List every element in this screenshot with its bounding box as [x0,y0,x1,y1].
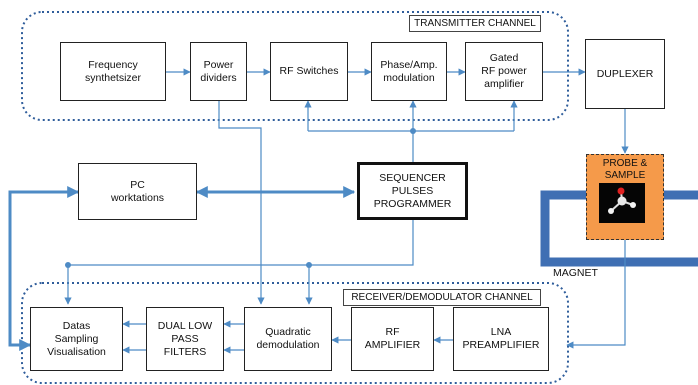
magnet-frame [540,190,698,267]
transmitter-channel-border [21,11,569,121]
datas-sampling-visualisation-block: Datas Sampling Visualisation [30,307,123,371]
link-datas-pc [8,186,80,351]
transmitter-channel-label: TRANSMITTER CHANNEL [409,15,541,32]
pc-workstations-block: PC worktations [78,163,197,220]
duplexer-block: DUPLEXER [585,39,665,109]
power-dividers-block: Power dividers [190,42,247,101]
probe-sample-block: PROBE & SAMPLE [586,154,664,240]
lna-preamplifier-block: LNA PREAMPLIFIER [453,307,549,371]
molecule-image [599,183,645,223]
sequencer-pulses-programmer-block: SEQUENCER PULSES PROGRAMMER [357,162,468,220]
arrow-probe-to-lna [566,239,626,349]
quadratic-demodulation-block: Quadratic demodulation [244,307,332,371]
probe-sample-label: PROBE & SAMPLE [602,158,648,181]
frequency-synthesizer-block: Frequency synthetsizer [60,42,166,101]
dual-low-pass-filters-block: DUAL LOW PASS FILTERS [146,307,224,371]
receiver-channel-label: RECEIVER/DEMODULATOR CHANNEL [343,289,541,306]
rf-amplifier-block: RF AMPLIFIER [351,307,434,371]
gated-rf-power-amplifier-block: Gated RF power amplifier [465,42,543,101]
link-dividers-to-quad [218,101,265,305]
phase-amp-modulation-block: Phase/Amp. modulation [371,42,447,101]
magnet-label: MAGNET [553,267,598,279]
rf-switches-block: RF Switches [270,42,348,101]
molecule-icon [608,187,636,214]
